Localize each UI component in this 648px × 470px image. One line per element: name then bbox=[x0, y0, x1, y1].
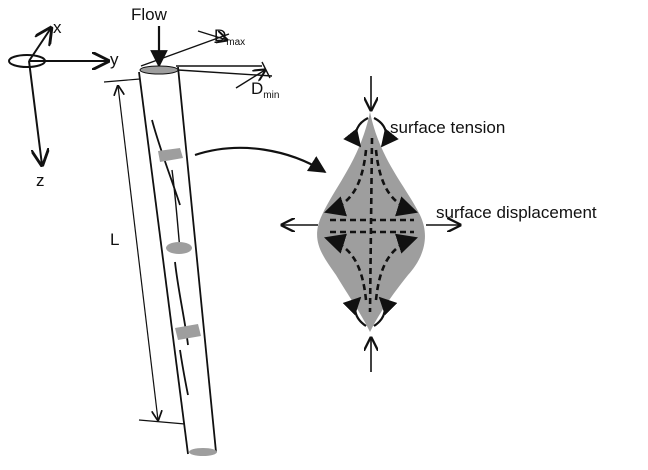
fiber-helix-1 bbox=[151, 119, 181, 206]
dash-lower-right bbox=[374, 233, 418, 301]
dash-upper-left bbox=[324, 149, 368, 217]
d-max-label: Dmax bbox=[214, 26, 245, 48]
x-axis-line bbox=[28, 28, 51, 62]
bottom-tension-left bbox=[342, 296, 367, 327]
coordinate-axes bbox=[8, 28, 108, 165]
d-min-label: Dmin bbox=[251, 79, 279, 101]
fiber-bottom-face bbox=[189, 448, 217, 456]
y-axis-label: y bbox=[110, 50, 119, 69]
fiber-section-3 bbox=[175, 324, 201, 340]
dash-upper-right bbox=[374, 149, 418, 217]
fiber-helix-4 bbox=[171, 169, 181, 251]
flow-label: Flow bbox=[131, 5, 168, 24]
fiber-section-2 bbox=[166, 242, 192, 254]
surface-tension-label: surface tension bbox=[390, 118, 505, 137]
top-tension-left bbox=[343, 117, 369, 148]
z-axis-label: z bbox=[36, 171, 45, 190]
bottom-tension-right bbox=[373, 296, 398, 327]
fiber-right-edge bbox=[177, 66, 217, 453]
fiber-left-edge bbox=[138, 71, 189, 455]
x-axis-label: x bbox=[53, 18, 62, 37]
d-min-dimension bbox=[177, 61, 273, 89]
dash-center-vertical bbox=[368, 137, 374, 313]
top-tension-right bbox=[373, 117, 399, 148]
d-max-dimension bbox=[140, 30, 262, 67]
fiber-top-face bbox=[139, 65, 179, 75]
fiber bbox=[138, 65, 217, 456]
fiber-helix-3 bbox=[179, 349, 189, 396]
length-dimension bbox=[103, 78, 186, 425]
length-label: L bbox=[110, 230, 119, 249]
z-axis-line bbox=[28, 60, 42, 165]
cross-section-detail bbox=[282, 76, 460, 372]
surface-displacement-label: surface displacement bbox=[436, 203, 597, 222]
fiber-section-1 bbox=[158, 148, 183, 162]
connector-arrow bbox=[194, 146, 327, 173]
dash-lower-left bbox=[324, 233, 368, 301]
